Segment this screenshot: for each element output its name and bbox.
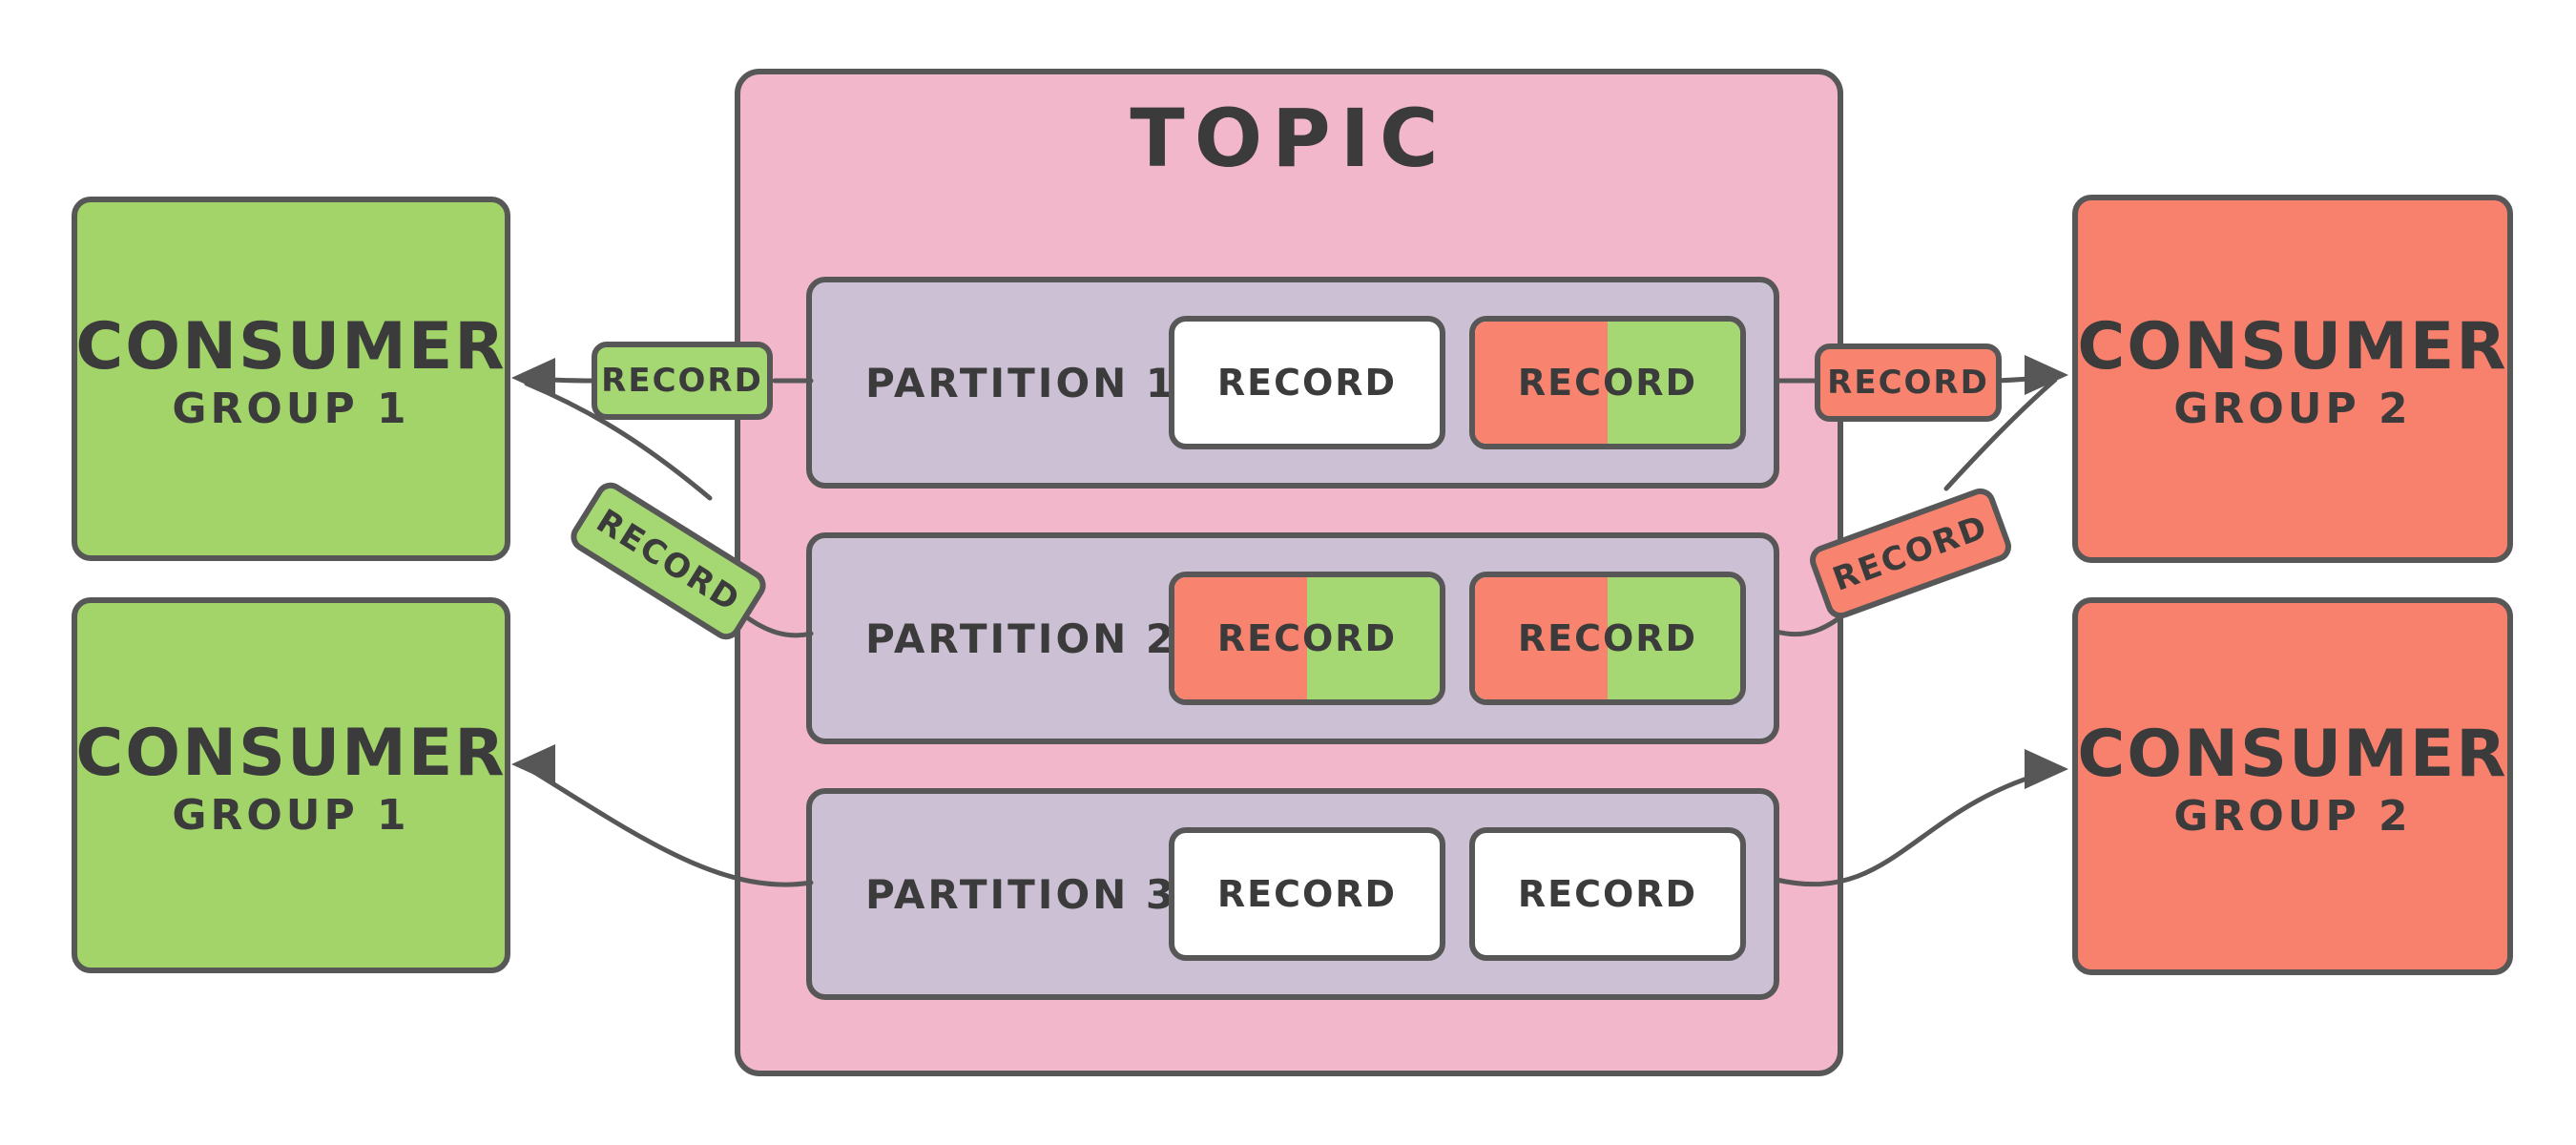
consumer-subtitle: GROUP 2 [2173,385,2412,434]
record-split-right-half [1307,577,1440,699]
consumer-subtitle: GROUP 1 [172,385,410,434]
consumer-subtitle: GROUP 2 [2173,792,2412,842]
record-box-p1-1: RECORD [1169,316,1445,449]
record-label: RECORD [1216,617,1398,659]
record-box-p3-1: RECORD [1169,827,1445,961]
consumer-title: CONSUMER [75,308,507,385]
consumer-title: CONSUMER [2077,716,2508,792]
record-box-p2-1-split: RECORD [1169,572,1445,705]
connector-left-badge-to-arrow [522,375,598,384]
record-split-left-half [1475,322,1608,444]
record-badge-left-top: RECORD [592,342,773,420]
record-box-p2-2-split: RECORD [1469,572,1746,705]
arrowhead-left-bottom-icon [511,744,555,784]
consumer-group-1-bottom-box: CONSUMER GROUP 1 [72,597,510,973]
consumer-subtitle: GROUP 1 [172,791,410,841]
partition-1-label: PARTITION 1 [865,359,1177,406]
record-box-p1-2-split: RECORD [1469,316,1746,449]
record-split-left-half [1174,577,1307,699]
record-label: RECORD [1517,362,1698,404]
arrowhead-right-top-icon [2025,355,2068,395]
consumer-title: CONSUMER [2077,308,2508,385]
record-split-left-half [1475,577,1608,699]
consumer-group-2-bottom-box: CONSUMER GROUP 2 [2072,597,2513,975]
consumer-group-2-top-box: CONSUMER GROUP 2 [2072,195,2513,563]
record-badge-right-top: RECORD [1815,344,2002,422]
connector-right-badge-to-arrow [1993,372,2060,384]
arrowhead-left-top-icon [511,358,555,398]
topic-title: TOPIC [1130,92,1448,185]
record-split-right-half [1608,577,1740,699]
record-label: RECORD [1517,617,1698,659]
record-label: RECORD [1216,362,1398,404]
record-label: RECORD [1216,873,1398,915]
partition-2-label: PARTITION 2 [865,614,1177,662]
arrowhead-right-bottom-icon [2025,749,2068,789]
consumer-group-1-top-box: CONSUMER GROUP 1 [72,197,510,561]
record-split-right-half [1608,322,1740,444]
partition-3-label: PARTITION 3 [865,870,1177,918]
record-box-p3-2: RECORD [1469,827,1746,961]
consumer-title: CONSUMER [75,715,507,791]
record-label: RECORD [1517,873,1698,915]
